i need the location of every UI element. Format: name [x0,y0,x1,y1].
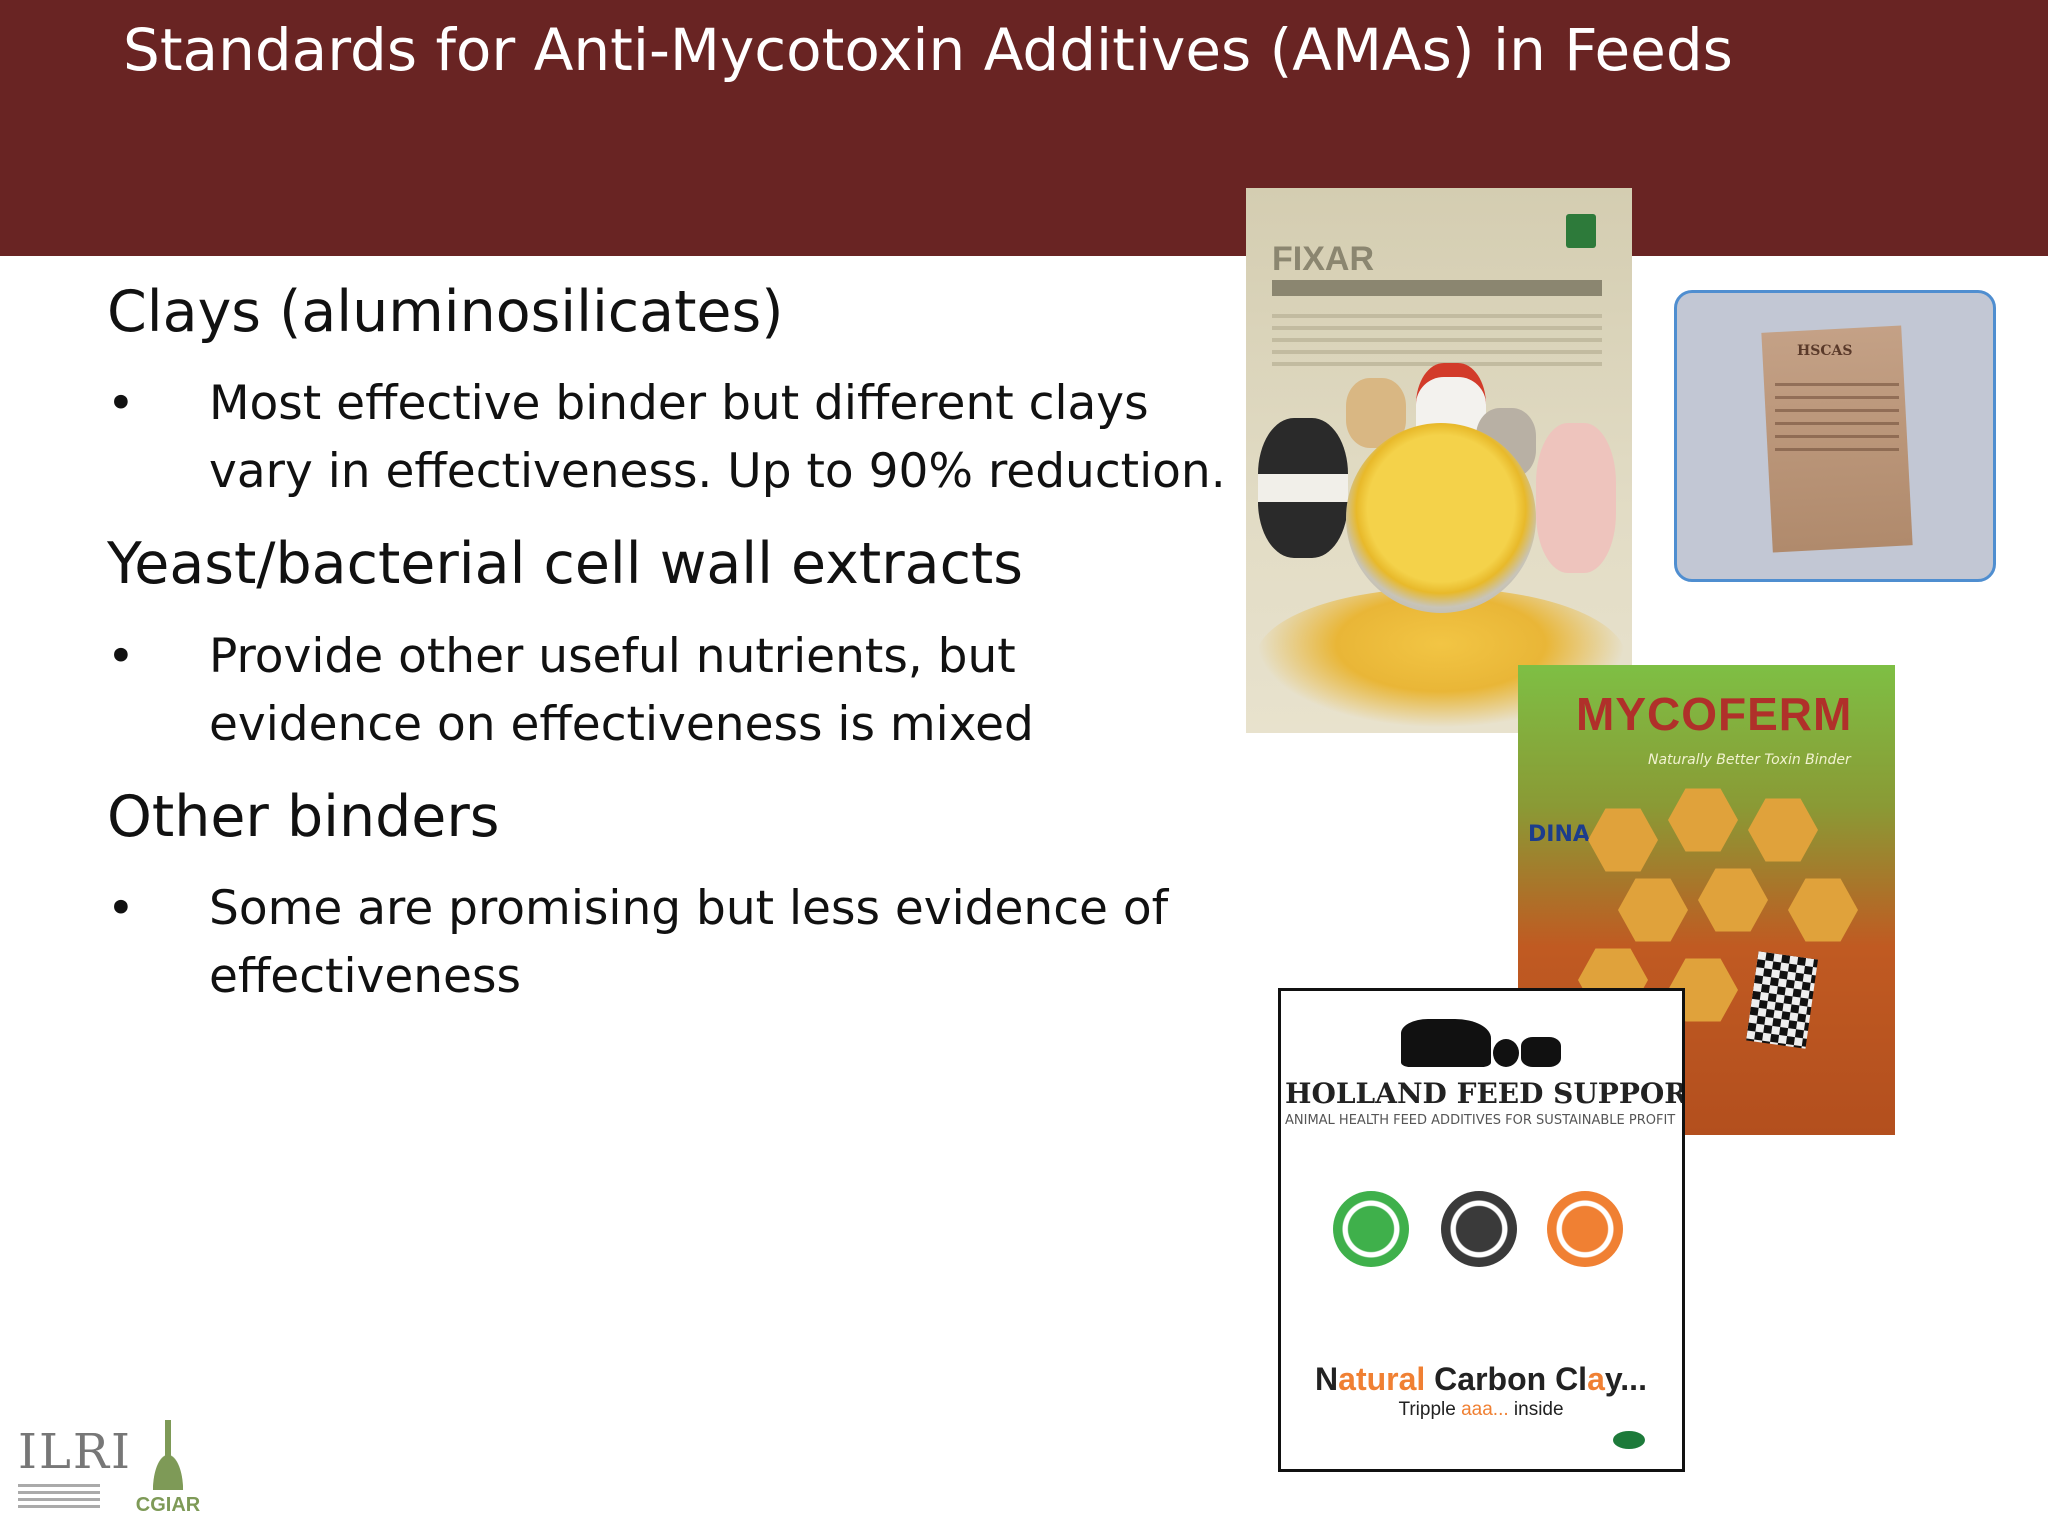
holland-product-name: Natural Carbon Clay... [1281,1361,1681,1398]
ilri-wordmark: ILRI [18,1424,132,1480]
ilri-logo: ILRI [18,1424,132,1512]
tagline-part: aaa... [1461,1399,1509,1420]
goat-silhouette-icon [1521,1037,1561,1067]
title-bar: Standards for Anti-Mycotoxin Additives (… [0,0,2048,256]
hscas-product-image: HSCAS [1674,290,1996,582]
cow-silhouette-icon [1401,1019,1491,1067]
ilri-subtext [18,1484,100,1508]
grain-hexagon [1698,868,1768,932]
cgiar-logo: CGIAR [128,1420,208,1517]
hscas-label: HSCAS [1797,343,1853,359]
pig-icon [1536,423,1616,573]
section-heading-yeast: Yeast/bacterial cell wall extracts [107,531,1023,598]
seal-icon [1613,1431,1645,1449]
product-name-part: a [1587,1361,1605,1397]
bullet-other: • Some are promising but less evidence o… [107,875,1227,1011]
section-heading-clays: Clays (aluminosilicates) [107,279,784,345]
bullet-text: Provide other useful nutrients, but evid… [209,628,1034,752]
section-heading-other: Other binders [107,783,500,850]
grain-hexagon [1588,808,1658,872]
fixar-logo-icon [1566,214,1596,248]
hscas-fine-print [1775,373,1899,461]
bullet-dot: • [107,376,135,432]
holland-feed-support-image: HOLLAND FEED SUPPORT ANIMAL HEALTH FEED … [1278,988,1685,1472]
fixar-bar [1272,280,1602,296]
holland-tagline: ANIMAL HEALTH FEED ADDITIVES FOR SUSTAIN… [1285,1113,1676,1128]
tagline-part: inside [1508,1399,1564,1420]
tagline-part: Tripple [1398,1399,1462,1420]
product-name-part: N [1315,1361,1339,1397]
product-name-part: arbon [1457,1361,1556,1397]
bullet-text: Some are promising but less evidence of … [209,881,1169,1005]
hen-silhouette-icon [1493,1039,1519,1067]
livestock-badge-icon [1547,1191,1623,1267]
holland-product-tagline: Tripple aaa... inside [1281,1399,1681,1421]
bullet-dot: • [107,881,135,937]
corn-bowl-icon [1346,423,1536,613]
fixar-brand: FIXAR [1272,240,1374,278]
product-name-part: Cl [1555,1361,1588,1397]
product-name-part: atural [1338,1361,1435,1397]
cattle-badge-icon [1333,1191,1409,1267]
mycoferm-subtitle: Naturally Better Toxin Binder [1648,752,1851,768]
grain-hexagon [1788,878,1858,942]
product-name-part: C [1434,1361,1458,1397]
grain-hexagon [1748,798,1818,862]
farm-animals-icon [1401,1009,1561,1079]
wheat-icon [138,1420,198,1490]
fixar-product-image: FIXAR [1246,188,1632,733]
slide-title: Standards for Anti-Mycotoxin Additives (… [123,16,1733,84]
bullet-yeast: • Provide other useful nutrients, but ev… [107,623,1227,759]
grain-hexagon [1668,788,1738,852]
holland-brand-name: HOLLAND FEED SUPPORT [1285,1077,1685,1110]
poultry-badge-icon [1441,1191,1517,1267]
bullet-dot: • [107,628,135,684]
product-pack-icon [1746,951,1818,1049]
mycoferm-side-letters: DINA [1528,822,1590,847]
bullet-clays: • Most effective binder but different cl… [107,370,1227,506]
mycoferm-title: MYCOFERM [1576,688,1853,740]
grain-hexagon [1618,878,1688,942]
bullet-text: Most effective binder but different clay… [209,376,1226,500]
product-name-part: y... [1604,1361,1647,1397]
cow-icon [1258,418,1348,558]
cgiar-wordmark: CGIAR [135,1494,201,1516]
slide-content: Clays (aluminosilicates) • Most effectiv… [107,270,1227,1035]
